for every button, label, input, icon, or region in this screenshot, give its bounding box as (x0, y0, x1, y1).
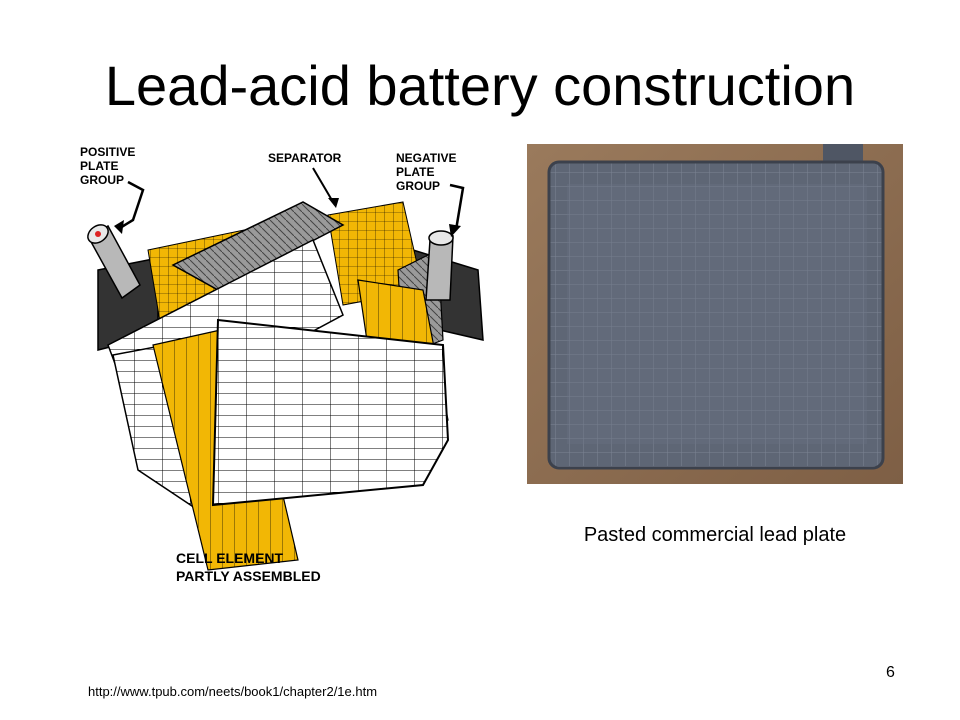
lead-plate (547, 160, 885, 470)
label-positive-2: PLATE (80, 159, 118, 173)
label-negative-2: PLATE (396, 165, 434, 179)
source-link[interactable]: http://www.tpub.com/neets/book1/chapter2… (88, 684, 378, 699)
label-negative-3: GROUP (396, 179, 440, 193)
slide-title: Lead-acid battery construction (104, 54, 856, 117)
negative-leader-arrow (449, 183, 465, 231)
positive-leader-arrow (119, 180, 145, 230)
separator-leader-arrow (312, 167, 334, 203)
photo-caption: Pasted commercial lead plate (583, 524, 847, 546)
label-positive-3: GROUP (80, 173, 124, 187)
front-grid-plate (211, 318, 450, 507)
battery-cell-diagram: POSITIVE PLATE GROUP SEPARATOR NEGATIVE … (80, 145, 484, 584)
label-cell-2: PARTLY ASSEMBLED (176, 568, 321, 584)
page-number: 6 (886, 664, 895, 681)
positive-terminal-post (87, 224, 141, 300)
negative-terminal-post (425, 230, 454, 301)
label-cell-1: CELL ELEMENT (176, 550, 284, 566)
lead-plate-photo (527, 144, 903, 484)
label-separator: SEPARATOR (268, 151, 342, 165)
label-negative-1: NEGATIVE (396, 151, 456, 165)
separator-sheets (171, 201, 345, 291)
label-positive-1: POSITIVE (80, 145, 135, 159)
